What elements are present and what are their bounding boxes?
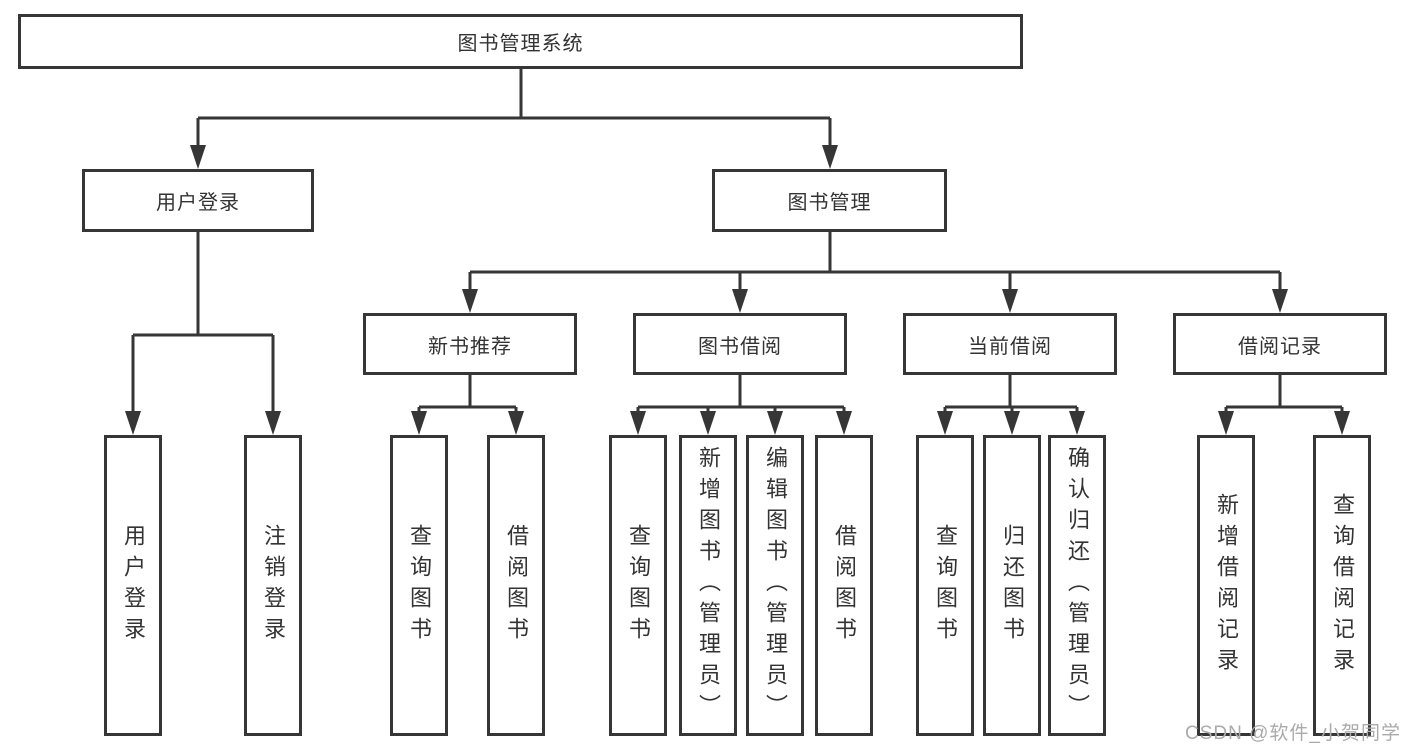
node-new-book-recommend: 新书推荐: [363, 313, 577, 375]
csdn-watermark: CSDN @软件_小贺同学: [1185, 723, 1401, 744]
leaf-borrow-books-2: 借阅图书: [815, 435, 873, 736]
node-current-borrow: 当前借阅: [903, 313, 1117, 375]
leaf-return-book: 归还图书: [983, 435, 1041, 736]
node-book-management: 图书管理: [712, 169, 947, 232]
leaf-edit-book-admin: 编辑图书（管理员）: [746, 435, 804, 736]
node-root: 图书管理系统: [18, 14, 1023, 69]
leaf-confirm-return-admin: 确认归还（管理员）: [1048, 435, 1106, 736]
leaf-add-book-admin: 新增图书（管理员）: [679, 435, 737, 736]
leaf-query-books-1: 查询图书: [390, 435, 448, 736]
leaf-logout: 注销登录: [244, 435, 302, 736]
node-book-borrow: 图书借阅: [633, 313, 847, 375]
leaf-add-borrow-record: 新增借阅记录: [1197, 435, 1255, 736]
leaf-borrow-books-1: 借阅图书: [487, 435, 545, 736]
leaf-query-borrow-record: 查询借阅记录: [1313, 435, 1371, 736]
leaf-user-login: 用户登录: [104, 435, 162, 736]
leaf-query-books-3: 查询图书: [916, 435, 974, 736]
node-user-login: 用户登录: [82, 169, 314, 232]
leaf-query-books-2: 查询图书: [609, 435, 667, 736]
node-borrow-records: 借阅记录: [1173, 313, 1387, 375]
